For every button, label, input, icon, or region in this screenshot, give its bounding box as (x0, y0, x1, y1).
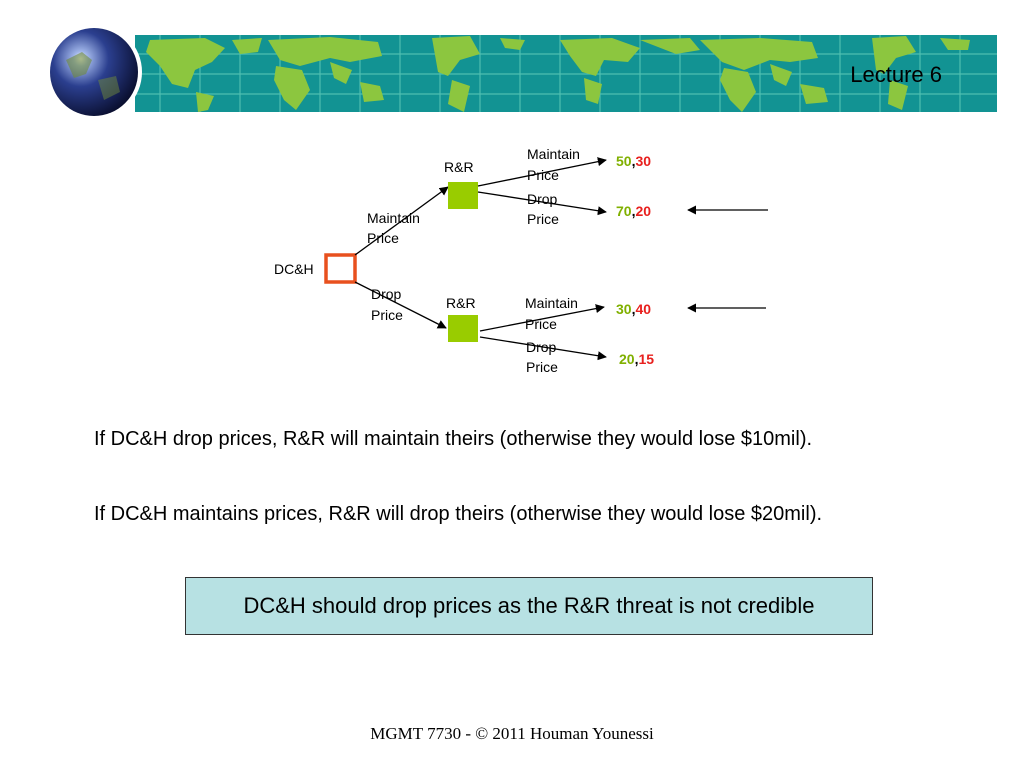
branch-label-upper-maintain-2: Price (527, 167, 559, 183)
continent-shapes (146, 36, 970, 112)
payoff-4: 20,15 (619, 351, 654, 367)
footer-text: MGMT 7730 - © 2011 Houman Younessi (370, 724, 654, 743)
payoff-3-rr: 40 (635, 301, 651, 317)
branch-label-lower-drop-2: Price (526, 359, 558, 375)
payoff-1-sep: , (632, 153, 636, 169)
lecture-title: Lecture 6 (850, 62, 942, 87)
upper-node-rr (448, 182, 478, 209)
payoff-3-sep: , (632, 301, 636, 317)
branch-label-root-drop-1: Drop (371, 286, 402, 302)
branch-label-lower-maintain-2: Price (525, 316, 557, 332)
branch-upper-drop (477, 191, 607, 216)
game-tree-diagram: DC&H Maintain Price Drop Price R&R R&R M… (274, 146, 768, 375)
payoff-1-dch: 50 (616, 153, 632, 169)
payoff-4-dch: 20 (619, 351, 635, 367)
root-node-label: DC&H (274, 261, 314, 277)
explanation-maintain-prices: If DC&H maintains prices, R&R will drop … (94, 503, 823, 525)
branch-label-lower-drop-1: Drop (526, 339, 557, 355)
header-banner: Lecture 6 (46, 24, 997, 118)
payoff-2-rr: 20 (635, 203, 651, 219)
upper-node-label: R&R (444, 159, 474, 175)
branch-label-upper-drop-2: Price (527, 211, 559, 227)
payoff-2-sep: , (632, 203, 636, 219)
branch-label-lower-maintain-1: Maintain (525, 295, 578, 311)
payoff-4-sep: , (635, 351, 639, 367)
payoff-4-rr: 15 (638, 351, 654, 367)
lower-node-rr (448, 315, 478, 342)
branch-lower-maintain (479, 304, 605, 332)
root-node-dch (324, 253, 357, 284)
payoff-2-dch: 70 (616, 203, 632, 219)
branch-root-drop (354, 281, 447, 329)
conclusion-text: DC&H should drop prices as the R&R threa… (243, 593, 815, 618)
branch-label-root-drop-2: Price (371, 307, 403, 323)
explanation-drop-prices: If DC&H drop prices, R&R will maintain t… (94, 428, 813, 450)
branch-upper-maintain (477, 157, 607, 187)
payoff-3: 30,40 (616, 301, 651, 317)
branch-label-upper-maintain-1: Maintain (527, 146, 580, 162)
payoff-2: 70,20 (616, 203, 651, 219)
branch-root-maintain (354, 186, 449, 256)
conclusion-box: DC&H should drop prices as the R&R threa… (185, 577, 873, 635)
branch-label-upper-drop-1: Drop (527, 191, 558, 207)
payoff-1-rr: 30 (635, 153, 651, 169)
branch-label-root-maintain-2: Price (367, 230, 399, 246)
payoff-3-dch: 30 (616, 301, 632, 317)
branch-lower-drop (479, 336, 607, 361)
payoff-1: 50,30 (616, 153, 651, 169)
lower-node-label: R&R (446, 295, 476, 311)
branch-label-root-maintain-1: Maintain (367, 210, 420, 226)
